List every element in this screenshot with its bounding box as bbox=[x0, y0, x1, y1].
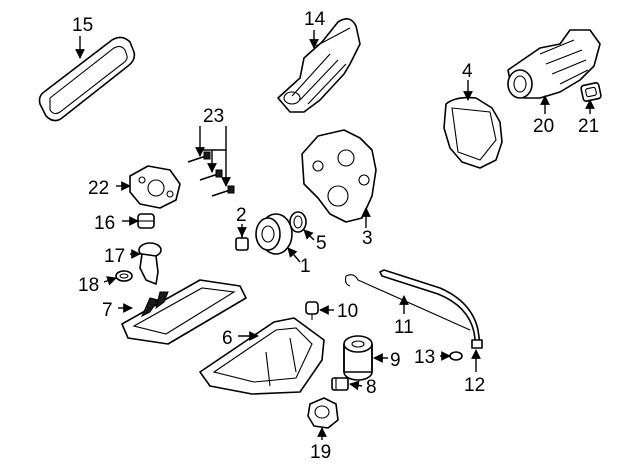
leader-5 bbox=[303, 229, 315, 241]
bolts-part bbox=[187, 151, 235, 197]
intake-manifold-part bbox=[507, 29, 601, 99]
dipstick-tube-part bbox=[379, 269, 483, 349]
callout-20: 20 bbox=[533, 116, 554, 137]
callout-12: 12 bbox=[464, 375, 485, 396]
callout-3: 3 bbox=[362, 228, 373, 249]
leader-23-bracket bbox=[199, 126, 227, 151]
callout-1: 1 bbox=[300, 256, 311, 277]
callout-6: 6 bbox=[222, 328, 233, 349]
callout-22: 22 bbox=[88, 178, 109, 199]
timing-cover-gasket-part bbox=[443, 96, 503, 169]
leader-1 bbox=[287, 247, 301, 263]
callout-labels: 15 14 4 20 21 3 23 22 16 17 18 2 1 5 7 6… bbox=[72, 9, 599, 463]
valve-cover-part bbox=[277, 18, 361, 113]
timing-cover-part bbox=[301, 129, 377, 223]
callout-21: 21 bbox=[578, 116, 599, 137]
callout-4: 4 bbox=[462, 61, 473, 82]
callout-15: 15 bbox=[72, 15, 93, 36]
oil-pump-part bbox=[129, 165, 181, 209]
callout-17: 17 bbox=[104, 246, 125, 267]
harmonic-balancer-part bbox=[255, 213, 293, 255]
callout-16: 16 bbox=[94, 213, 115, 234]
callout-5: 5 bbox=[316, 233, 327, 254]
plug-part bbox=[137, 213, 155, 229]
callout-8: 8 bbox=[366, 377, 377, 398]
oil-pan-part bbox=[199, 317, 325, 395]
filter-adapter-part bbox=[331, 377, 349, 391]
o-ring-part bbox=[449, 351, 463, 361]
callout-14: 14 bbox=[304, 9, 326, 30]
callout-19: 19 bbox=[310, 442, 331, 463]
filter-housing-part bbox=[307, 397, 339, 429]
callout-18: 18 bbox=[78, 275, 99, 296]
callout-13: 13 bbox=[414, 347, 435, 368]
manifold-gasket-part bbox=[580, 82, 602, 102]
damper-bolt-part bbox=[235, 230, 249, 251]
valve-cover-gasket-part bbox=[38, 36, 136, 122]
oil-sensor-part bbox=[305, 301, 319, 320]
oil-pan-gasket-part bbox=[121, 279, 247, 345]
oil-pickup-tube-part bbox=[138, 242, 162, 285]
callout-10: 10 bbox=[337, 301, 358, 322]
dipstick-part bbox=[344, 274, 471, 331]
callout-9: 9 bbox=[390, 350, 401, 371]
leader-lines bbox=[75, 30, 595, 440]
oil-filter-part bbox=[343, 335, 373, 381]
front-seal-part bbox=[289, 211, 307, 233]
callout-23: 23 bbox=[203, 106, 224, 127]
leader-8 bbox=[349, 380, 363, 391]
leader-18 bbox=[103, 276, 117, 286]
callout-11: 11 bbox=[394, 317, 414, 338]
callout-2: 2 bbox=[236, 205, 247, 226]
pickup-seal-part bbox=[115, 270, 133, 282]
callout-7: 7 bbox=[102, 300, 113, 321]
